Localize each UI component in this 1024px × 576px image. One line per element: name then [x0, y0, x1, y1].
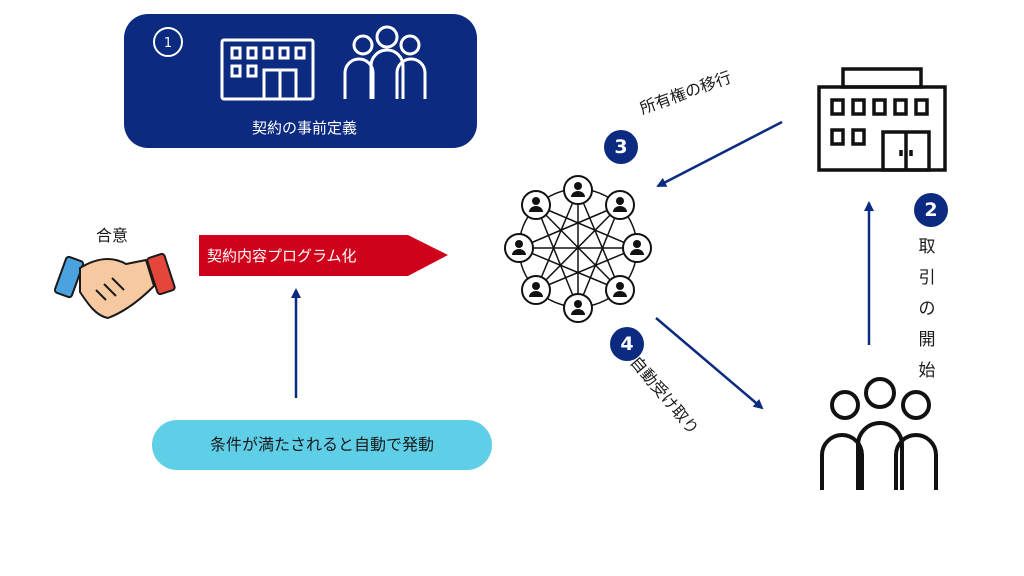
- step2-label-char: 開: [918, 330, 936, 350]
- program-banner: [199, 235, 448, 276]
- trigger-pill: 条件が満たされると自動で発動: [152, 420, 492, 470]
- people-group-icon: [820, 377, 938, 490]
- step4-number-badge: 4: [610, 327, 644, 361]
- blockchain-network-icon: [504, 175, 652, 323]
- step1-panel: [124, 14, 477, 148]
- step2-label: 取 引 の 開 始: [912, 232, 942, 387]
- step2-label-char: 始: [918, 361, 936, 381]
- step1-label: 契約の事前定義: [252, 119, 358, 137]
- program-label: 契約内容プログラム化: [207, 247, 357, 265]
- building-icon: [817, 67, 947, 172]
- building-icon: [220, 38, 315, 101]
- step2-label-char: の: [918, 299, 936, 319]
- step2-number-badge: 2: [914, 193, 948, 227]
- agreement-label: 合意: [96, 226, 129, 245]
- step2-label-char: 引: [918, 268, 936, 288]
- step2-label-char: 取: [918, 237, 936, 257]
- step3-number-badge: 3: [604, 130, 638, 164]
- arrow-step4: [655, 317, 764, 410]
- handshake-icon: [53, 252, 176, 319]
- people-group-icon: [343, 25, 427, 99]
- arrow-step3: [656, 120, 783, 188]
- step1-number-badge: 1: [153, 27, 183, 57]
